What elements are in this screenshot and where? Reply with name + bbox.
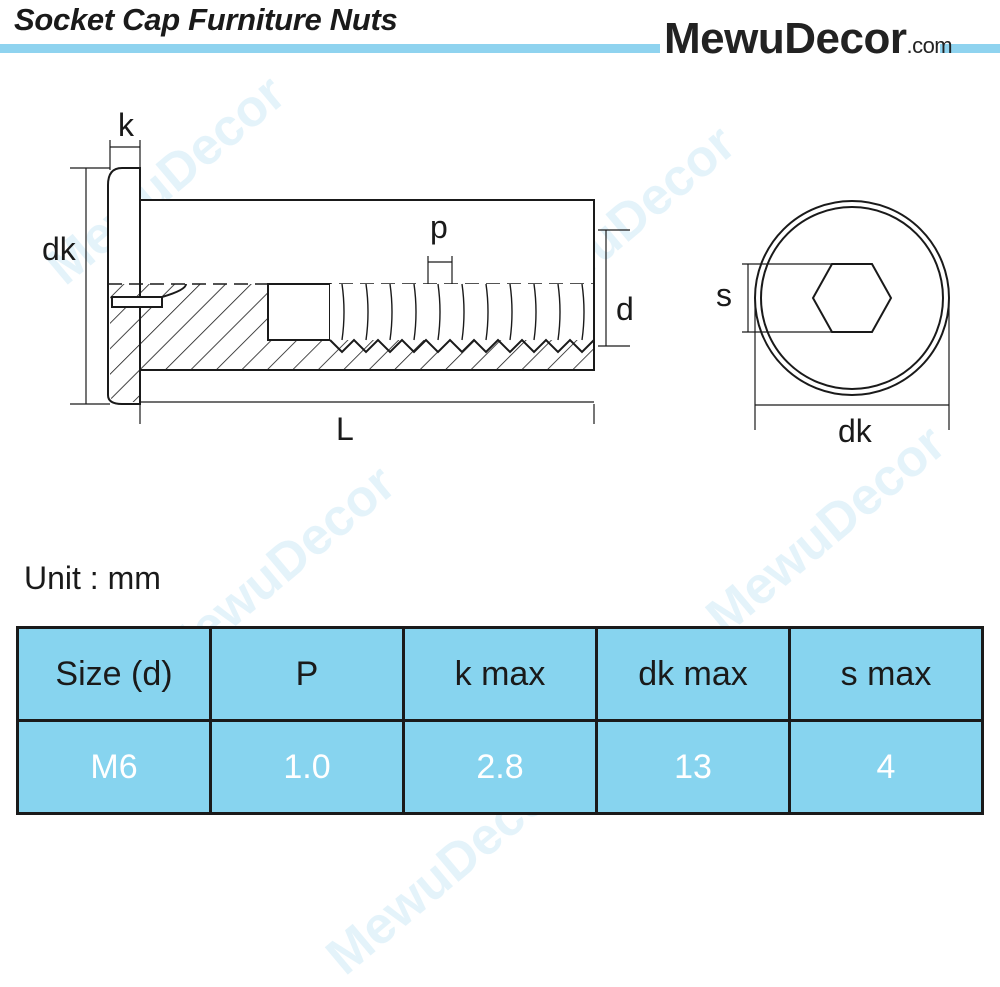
table-cell: 4 bbox=[788, 719, 984, 815]
table-cell: 1.0 bbox=[209, 719, 405, 815]
table-header-cell: s max bbox=[788, 626, 984, 722]
label-L: L bbox=[336, 411, 354, 447]
table-header-row: Size (d) P k max dk max s max bbox=[16, 626, 984, 722]
table-cell: 2.8 bbox=[402, 719, 598, 815]
table-cell: 13 bbox=[595, 719, 791, 815]
table-header-cell: Size (d) bbox=[16, 626, 212, 722]
table-cell: M6 bbox=[16, 719, 212, 815]
label-dk: dk bbox=[42, 231, 77, 267]
label-s: s bbox=[716, 277, 732, 313]
unit-label: Unit : mm bbox=[24, 560, 161, 596]
title-underline-right bbox=[940, 44, 1000, 53]
brand-logo: MewuDecor.com bbox=[664, 14, 953, 64]
title-underline bbox=[0, 44, 660, 53]
brand-suffix: .com bbox=[906, 33, 953, 58]
table-header-cell: dk max bbox=[595, 626, 791, 722]
technical-drawing: k dk p d L s dk bbox=[42, 107, 950, 449]
table-header-cell: k max bbox=[402, 626, 598, 722]
brand-name: MewuDecor bbox=[664, 14, 907, 63]
label-p: p bbox=[430, 209, 448, 245]
label-d: d bbox=[616, 291, 634, 327]
label-dk-end: dk bbox=[838, 413, 873, 449]
table-row: M6 1.0 2.8 13 4 bbox=[16, 719, 984, 815]
table-header-cell: P bbox=[209, 626, 405, 722]
end-view bbox=[742, 200, 950, 430]
side-view bbox=[70, 140, 630, 424]
spec-table: Size (d) P k max dk max s max M6 1.0 2.8… bbox=[16, 626, 984, 815]
label-k: k bbox=[118, 107, 135, 143]
page-title: Socket Cap Furniture Nuts bbox=[14, 2, 398, 37]
